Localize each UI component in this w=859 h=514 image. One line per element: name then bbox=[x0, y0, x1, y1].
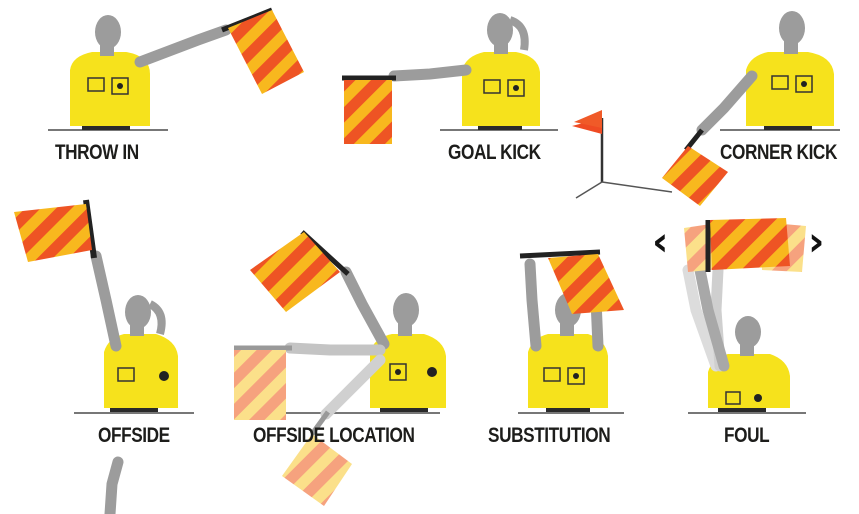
ground-line bbox=[74, 412, 194, 414]
flag bbox=[14, 204, 92, 262]
head bbox=[735, 316, 761, 348]
label-offside: OFFSIDE bbox=[98, 424, 170, 448]
shirt bbox=[746, 52, 834, 126]
badge-dot bbox=[754, 394, 762, 402]
armband bbox=[159, 371, 169, 381]
label-foul: FOUL bbox=[724, 424, 769, 448]
partial-figure-bottom bbox=[110, 462, 118, 514]
shirt bbox=[462, 52, 540, 126]
flag-middle bbox=[234, 350, 286, 420]
head bbox=[125, 295, 151, 329]
label-corner-kick: CORNER KICK bbox=[720, 141, 837, 165]
label-substitution: SUBSTITUTION bbox=[488, 424, 610, 448]
corner-line-b bbox=[602, 182, 672, 192]
badge-dot bbox=[513, 85, 519, 91]
label-throw-in: THROW IN bbox=[55, 141, 139, 165]
arm-raised bbox=[96, 256, 116, 346]
arm-raised bbox=[140, 30, 226, 62]
badge-dot bbox=[801, 81, 807, 87]
offside-figure bbox=[14, 200, 194, 414]
goal-kick-figure bbox=[342, 13, 558, 144]
label-offside-location: OFFSIDE LOCATION bbox=[253, 424, 414, 448]
arm-extended bbox=[394, 70, 466, 76]
head bbox=[487, 13, 513, 47]
badge-dot bbox=[395, 369, 401, 375]
flag bbox=[344, 80, 392, 144]
substitution-figure bbox=[518, 252, 624, 414]
corner-kick-figure bbox=[572, 11, 840, 206]
flag bbox=[710, 218, 790, 270]
label-goal-kick: GOAL KICK bbox=[448, 141, 541, 165]
arm-middle bbox=[290, 348, 380, 350]
armband bbox=[427, 367, 437, 377]
head bbox=[95, 15, 121, 49]
corner-line-a bbox=[576, 182, 602, 198]
flag-high bbox=[250, 232, 340, 312]
throw-in-figure bbox=[48, 10, 304, 131]
ground-line bbox=[688, 412, 806, 414]
badge-dot bbox=[117, 83, 123, 89]
arm-left bbox=[530, 264, 536, 346]
foul-arrow-left-icon: ‹ bbox=[652, 222, 668, 262]
head bbox=[393, 293, 419, 327]
head bbox=[779, 11, 805, 45]
foul-figure bbox=[684, 218, 806, 414]
badge-dot bbox=[573, 373, 579, 379]
ponytail bbox=[150, 304, 162, 334]
arm-high bbox=[346, 272, 384, 344]
flag bbox=[662, 146, 728, 206]
arm-partial bbox=[110, 462, 118, 514]
arm-lowered bbox=[702, 76, 752, 130]
offside-location-figure bbox=[234, 232, 446, 506]
foul-arrow-right-icon: › bbox=[808, 222, 824, 262]
ground-line bbox=[518, 412, 624, 414]
